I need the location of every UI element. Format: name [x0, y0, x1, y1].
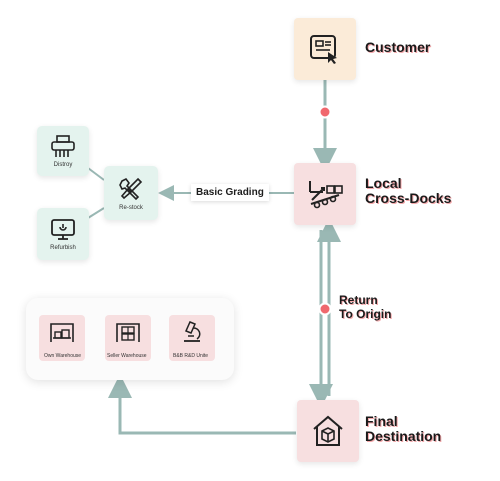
- origin-own-warehouse[interactable]: [39, 315, 85, 361]
- node-destroy[interactable]: Distroy: [37, 126, 89, 176]
- node-final-destination[interactable]: [297, 400, 359, 462]
- return-label: Return To Origin: [339, 293, 391, 321]
- cross-docks-label-line2: Cross-Docks: [365, 190, 452, 206]
- house-box-icon: [313, 415, 343, 446]
- conveyor-boxes-icon: [309, 181, 343, 209]
- node-customer[interactable]: [294, 18, 356, 80]
- origin-seller-warehouse-label: Seller Warehouse: [107, 353, 147, 359]
- customer-label: Customer: [365, 39, 431, 55]
- node-restock[interactable]: Re-stock: [104, 166, 158, 220]
- edge-dot-return: [318, 302, 332, 316]
- destroy-label: Distroy: [53, 161, 73, 168]
- shredder-icon: [51, 134, 75, 157]
- edge-final-to-origins: [108, 374, 296, 435]
- origin-rd-unite[interactable]: [169, 315, 215, 361]
- edge-restock-to-destroy: [87, 167, 105, 181]
- origin-seller-warehouse[interactable]: [105, 315, 151, 361]
- warehouse-icon: [50, 323, 74, 342]
- node-refurbish[interactable]: Refurbish: [37, 208, 89, 260]
- form-click-icon: [310, 35, 337, 64]
- edge-restock-to-refurbish: [87, 207, 105, 219]
- monitor-icon: [51, 218, 75, 240]
- origins-panel: Own Warehouse Seller Warehouse B&B R&D U…: [26, 298, 234, 380]
- final-label-line2: Destination: [365, 428, 442, 444]
- edge-dot-top: [318, 105, 332, 119]
- microscope-icon: [184, 321, 201, 342]
- final-destination-label: Final Destination: [365, 414, 441, 444]
- origin-own-warehouse-label: Own Warehouse: [44, 353, 82, 359]
- warehouse-shelf-icon: [116, 323, 140, 342]
- origin-rd-unite-label: B&B R&D Unite: [173, 353, 209, 359]
- cross-docks-label-line1: Local: [365, 175, 402, 191]
- final-label-line1: Final: [365, 413, 398, 429]
- cross-docks-label: Local Cross-Docks: [365, 176, 451, 206]
- refurbish-label: Refurbish: [50, 244, 76, 251]
- node-cross-docks[interactable]: [294, 163, 356, 225]
- return-label-line2: To Origin: [339, 307, 392, 321]
- basic-grading-tag: Basic Grading: [191, 184, 269, 201]
- return-label-line1: Return: [339, 293, 378, 307]
- restock-label: Re-stock: [119, 204, 143, 211]
- tools-icon: [119, 177, 143, 200]
